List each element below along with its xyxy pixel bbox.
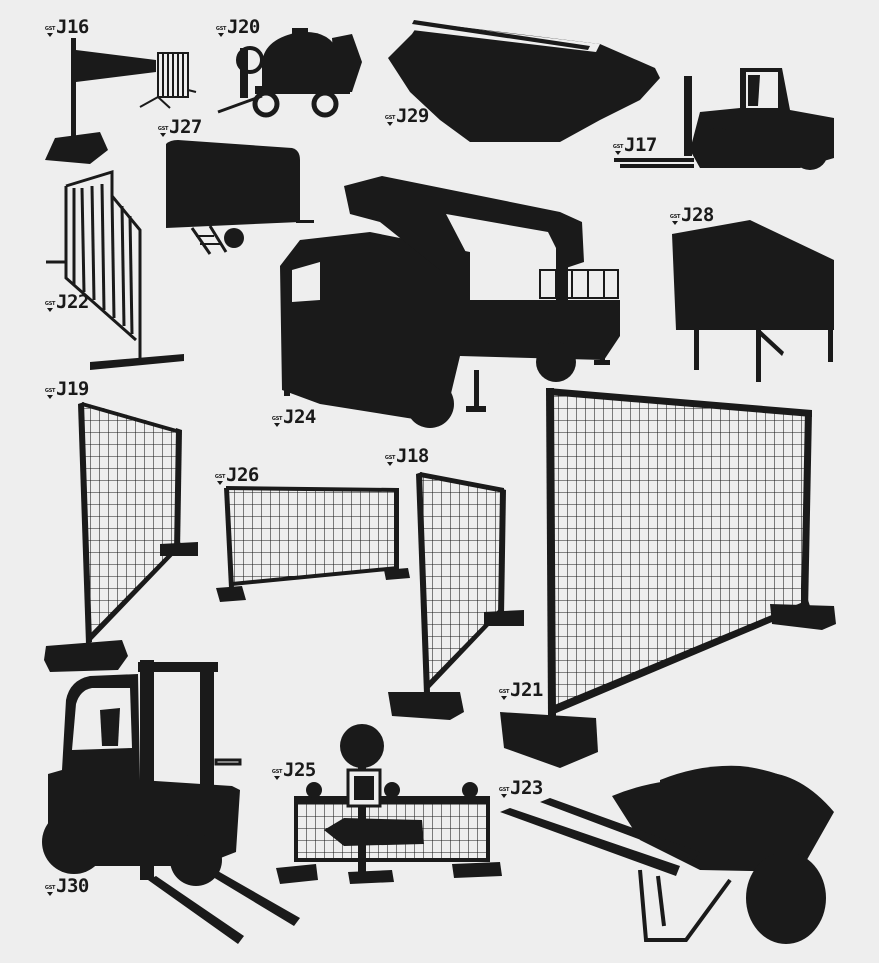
item-code: J19: [56, 378, 89, 400]
gst-logo-icon: GST: [216, 27, 226, 37]
gst-logo-icon: GST: [272, 417, 282, 427]
item-label-j30: GST J30: [45, 875, 89, 897]
site-trailer-silhouette: [166, 140, 314, 255]
fence-panel-j21-silhouette: [500, 388, 836, 768]
skip-container-silhouette: [388, 20, 660, 142]
item-label-j23: GST J23: [499, 777, 543, 799]
item-label-j21: GST J21: [499, 679, 543, 701]
gst-logo-icon: GST: [45, 389, 55, 399]
item-label-j27: GST J27: [158, 116, 202, 138]
gst-logo-icon: GST: [158, 127, 168, 137]
gst-logo-icon: GST: [215, 475, 225, 485]
item-code: J26: [226, 464, 259, 486]
gst-logo-icon: GST: [45, 886, 55, 896]
item-label-j19: GST J19: [45, 378, 89, 400]
gazebo-tent-silhouette: [672, 220, 834, 382]
item-label-j24: GST J24: [272, 406, 316, 428]
item-code: J18: [396, 445, 429, 467]
item-label-j28: GST J28: [670, 204, 714, 226]
gst-logo-icon: GST: [272, 770, 282, 780]
gst-logo-icon: GST: [670, 215, 680, 225]
item-label-j25: GST J25: [272, 759, 316, 781]
forklift-small-silhouette: [614, 68, 834, 170]
item-code: J28: [681, 204, 714, 226]
item-code: J29: [396, 105, 429, 127]
item-code: J21: [510, 679, 543, 701]
item-label-j16: GST J16: [45, 16, 89, 38]
item-code: J24: [283, 406, 316, 428]
road-barrier-sign-silhouette: [276, 724, 502, 884]
gst-logo-icon: GST: [385, 116, 395, 126]
fence-panel-j19-silhouette: [44, 402, 198, 672]
item-code: J17: [624, 134, 657, 156]
item-label-j29: GST J29: [385, 105, 429, 127]
item-label-j20: GST J20: [216, 16, 260, 38]
forklift-large-silhouette: [42, 660, 300, 944]
gst-logo-icon: GST: [499, 788, 509, 798]
item-code: J16: [56, 16, 89, 38]
item-label-j17: GST J17: [613, 134, 657, 156]
item-code: J30: [56, 875, 89, 897]
fence-panel-j26-silhouette: [216, 486, 410, 602]
crowd-barrier-silhouette: [46, 169, 184, 370]
item-label-j26: GST J26: [215, 464, 259, 486]
item-code: J25: [283, 759, 316, 781]
item-code: J22: [56, 291, 89, 313]
gst-logo-icon: GST: [613, 145, 623, 155]
item-label-j18: GST J18: [385, 445, 429, 467]
windsock-silhouette: [45, 38, 197, 164]
item-code: J20: [227, 16, 260, 38]
gst-logo-icon: GST: [45, 302, 55, 312]
cement-mixer-silhouette: [217, 28, 362, 118]
gst-logo-icon: GST: [499, 690, 509, 700]
gst-logo-icon: GST: [45, 27, 55, 37]
item-code: J27: [169, 116, 202, 138]
crane-truck-silhouette: [280, 176, 620, 428]
item-code: J23: [510, 777, 543, 799]
fence-panel-j18-silhouette: [388, 472, 524, 720]
item-label-j22: GST J22: [45, 291, 89, 313]
wheelbarrow-silhouette: [500, 765, 834, 944]
gst-logo-icon: GST: [385, 456, 395, 466]
